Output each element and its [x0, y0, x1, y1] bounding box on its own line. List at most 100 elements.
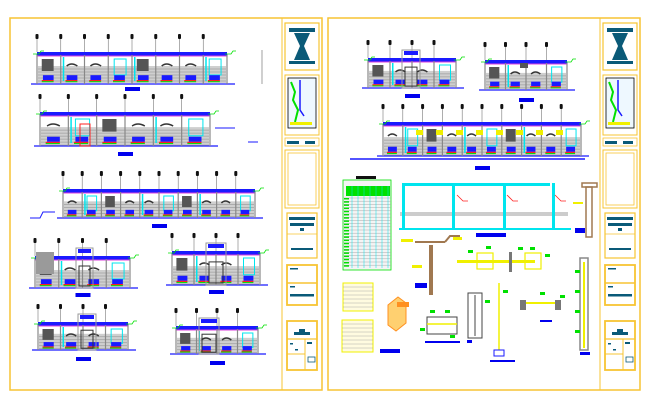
furniture-block: [163, 209, 173, 215]
post-detail: [401, 235, 462, 295]
furniture-block: [42, 75, 54, 80]
location-map-icon: [287, 77, 317, 129]
marker-head: [195, 308, 198, 313]
furniture-green: [565, 153, 576, 155]
sheet-number-box: [286, 320, 318, 371]
callout-tag: [575, 290, 580, 293]
info-row: [602, 137, 638, 147]
owner-mark: [608, 268, 616, 270]
furniture-green: [525, 153, 536, 155]
table-row-key: [344, 207, 349, 210]
furniture-red: [550, 86, 561, 88]
furniture-green: [550, 87, 561, 89]
project-bar: [608, 223, 632, 226]
level-marker: [565, 58, 576, 63]
window-glass: [111, 262, 125, 280]
furniture-block: [137, 75, 149, 80]
logo-bar-top: [607, 28, 633, 32]
column-marker-icon: [61, 171, 65, 189]
furniture-block: [546, 146, 556, 152]
furniture-block: [181, 346, 191, 351]
roof-band: [368, 58, 456, 61]
joint-plate: [509, 252, 512, 272]
entrance-door: [404, 66, 418, 87]
furniture-red: [525, 151, 536, 153]
column-marker-icon: [388, 40, 392, 58]
marker-head: [104, 304, 107, 309]
furniture-block: [103, 136, 117, 142]
furniture-block: [88, 342, 99, 347]
furniture-red: [159, 141, 174, 143]
furniture-block: [40, 279, 52, 284]
furniture-red: [509, 86, 520, 88]
furniture-red: [136, 80, 149, 82]
annotation-mark: [131, 123, 146, 127]
cyan-post: [464, 127, 466, 153]
furniture-block: [395, 79, 406, 85]
level-marker: [208, 110, 219, 115]
annotation-mark: [446, 133, 457, 137]
column-marker-icon: [500, 104, 504, 122]
furniture-red: [65, 80, 78, 82]
furniture-green: [160, 81, 173, 83]
right-sheet: [327, 17, 641, 391]
column-marker-icon: [81, 238, 84, 256]
elevation-drawing: [479, 42, 576, 102]
level-marker: [36, 110, 47, 115]
marker-head: [130, 34, 134, 39]
column-marker-icon: [401, 104, 405, 122]
orange-note: [397, 302, 409, 307]
frame-column: [552, 183, 555, 228]
frame-beam: [402, 183, 550, 186]
column-marker-icon: [236, 308, 239, 326]
yellow-window: [496, 130, 503, 135]
furniture-green: [45, 143, 60, 145]
detail-label: [467, 340, 472, 343]
furniture-red: [239, 214, 250, 216]
column-marker-icon: [104, 304, 107, 322]
furniture-red: [446, 151, 457, 153]
marker-head: [421, 104, 425, 109]
logo-hourglass: [612, 33, 628, 60]
elevation-drawing: [34, 94, 219, 156]
logo-bar-bottom: [607, 61, 633, 64]
furniture-green: [39, 285, 52, 287]
window-glass: [113, 58, 127, 76]
marker-head: [154, 34, 158, 39]
sheet-mark: [307, 342, 312, 344]
elevation-title-label: [209, 290, 224, 294]
annotation-mark: [161, 63, 173, 67]
marker-head: [215, 171, 219, 176]
furniture-red: [530, 86, 541, 88]
elevation-title-label: [210, 361, 225, 365]
callout-tag: [485, 300, 490, 303]
owner-box: [286, 264, 318, 306]
callout-tag: [540, 292, 545, 295]
furniture-green: [124, 215, 135, 217]
cyan-post: [60, 261, 63, 285]
furniture-block: [243, 275, 254, 281]
cyan-post: [84, 194, 86, 215]
furniture-green: [136, 81, 149, 83]
furniture-green: [180, 351, 191, 353]
project-bar: [291, 248, 313, 250]
furniture-red: [485, 151, 496, 153]
marker-head: [366, 40, 370, 45]
post-arm: [415, 235, 460, 243]
furniture-green: [485, 153, 496, 155]
marker-head: [559, 104, 563, 109]
furniture-block: [111, 342, 122, 347]
annotation-mark: [221, 337, 232, 341]
column-marker-icon: [59, 34, 63, 52]
callout-tag: [420, 328, 425, 331]
detail-label: [580, 352, 590, 355]
notes-inner: [605, 152, 635, 206]
table-row-key: [344, 217, 349, 219]
project-bar: [290, 223, 314, 226]
callout-tag: [486, 246, 491, 249]
annotation-mark: [89, 63, 102, 67]
column-marker-icon: [432, 40, 436, 58]
column-marker-icon: [123, 94, 127, 112]
furniture-green: [130, 143, 145, 145]
furniture-green: [41, 81, 54, 83]
